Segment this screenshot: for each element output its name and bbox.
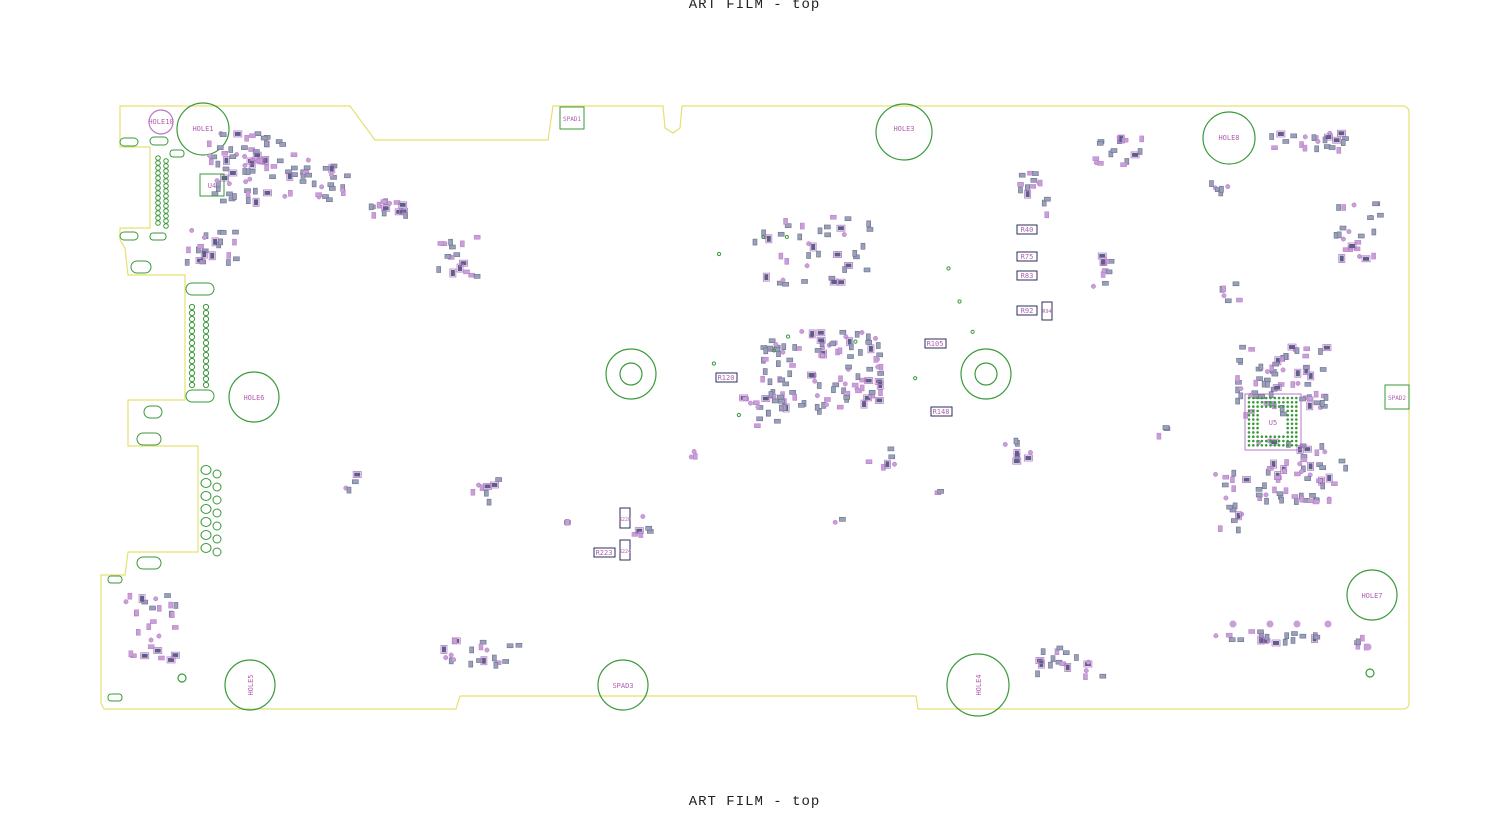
- svg-text:R228: R228: [619, 517, 631, 523]
- silkscreen-marks: [138, 129, 1371, 672]
- label-hole1: HOLE1: [192, 125, 213, 133]
- hole-7: [1346, 569, 1398, 621]
- label-hole10: HOLE10: [148, 118, 173, 126]
- hole-labels: HOLE1 HOLE3 HOLE8 HOLE6 HOLE7 HOLE10 HOL…: [148, 118, 1382, 696]
- connector-pins: [155, 155, 222, 557]
- svg-text:R92: R92: [1021, 307, 1034, 315]
- hole-5: [224, 659, 276, 711]
- center-hole-left-inner: [619, 362, 643, 386]
- svg-text:R120: R120: [718, 374, 735, 382]
- svg-text:R148: R148: [933, 408, 950, 416]
- svg-text:R94: R94: [1042, 309, 1051, 315]
- spad-2: [1384, 384, 1410, 410]
- svg-text:U5: U5: [1269, 419, 1277, 427]
- hole-6: [228, 371, 280, 423]
- vias: [711, 234, 975, 418]
- label-hole8: HOLE8: [1218, 134, 1239, 142]
- svg-text:R83: R83: [1021, 272, 1034, 280]
- board-outline: [100, 105, 1410, 710]
- component-pads: [123, 130, 1384, 680]
- svg-text:R224: R224: [619, 549, 631, 555]
- svg-text:R105: R105: [927, 340, 944, 348]
- left-connector-slots: [107, 136, 215, 702]
- svg-text:R75: R75: [1021, 253, 1034, 261]
- label-hole6: HOLE6: [243, 394, 264, 402]
- hole-1: [176, 102, 230, 156]
- spad-1: [559, 106, 585, 130]
- art-film-title-top: ART FILM - top: [688, 0, 821, 13]
- mounting-holes: [148, 102, 1398, 717]
- art-film-title-bottom: ART FILM - top: [688, 794, 821, 810]
- label-spad1: SPAD1: [563, 116, 581, 123]
- center-hole-left: [605, 348, 657, 400]
- svg-text:U4: U4: [208, 182, 216, 190]
- spad-3-ring: [597, 659, 649, 711]
- hole-8: [1202, 111, 1256, 165]
- chip-u4: U4: [199, 173, 225, 197]
- hole-10: [148, 109, 174, 135]
- label-spad2: SPAD2: [1388, 395, 1406, 402]
- label-hole7: HOLE7: [1361, 592, 1382, 600]
- label-hole5: HOLE5: [247, 674, 255, 695]
- svg-text:R223: R223: [596, 549, 613, 557]
- label-spad3: SPAD3: [612, 682, 633, 690]
- label-hole3: HOLE3: [893, 125, 914, 133]
- resistor-labels: R40 R75 R83 R92 R94 R105 R120 R148 R223 …: [593, 224, 1053, 561]
- hole-4: [946, 653, 1010, 717]
- label-hole4: HOLE4: [975, 674, 983, 695]
- spad-boxes: [559, 106, 1410, 410]
- hole-3: [875, 103, 933, 161]
- center-hole-right: [960, 348, 1012, 400]
- svg-text:R40: R40: [1021, 226, 1034, 234]
- bga-chip-u5: U5: [1244, 393, 1302, 451]
- center-hole-right-inner: [974, 362, 998, 386]
